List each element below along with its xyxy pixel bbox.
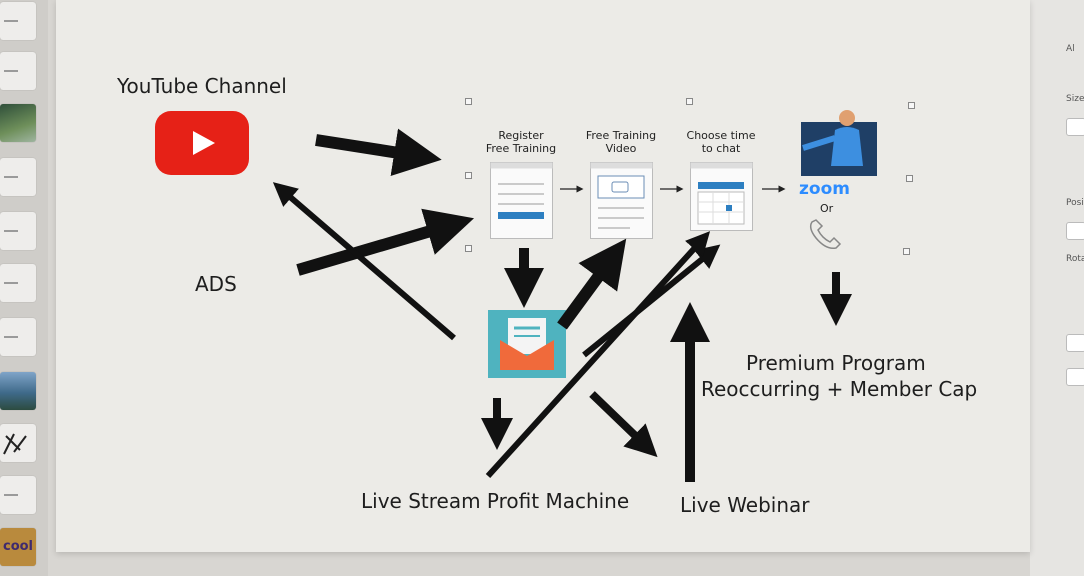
email-to-video-arrow (557, 238, 627, 330)
or-label: Or (820, 202, 834, 215)
selection-handle[interactable] (465, 172, 472, 179)
email-to-youtube-arrow (272, 182, 456, 341)
size-label: Size (1066, 94, 1084, 104)
slide-thumbnail[interactable] (0, 264, 36, 302)
slide-thumbnail[interactable] (0, 476, 36, 514)
step-title-line: to chat (701, 142, 741, 155)
step-schedule-title: Choose time to chat (676, 129, 766, 155)
step-title-line: Choose time (686, 129, 756, 142)
selection-handle[interactable] (686, 98, 693, 105)
slide-thumbnail-strip: cool (0, 0, 48, 576)
ads-to-register-arrow (296, 208, 475, 276)
youtube-logo-icon (155, 111, 249, 175)
step-video-title: Free Training Video (576, 129, 666, 155)
slide-thumbnail[interactable] (0, 212, 36, 250)
selection-handle[interactable] (906, 175, 913, 182)
slide-thumbnail[interactable]: cool (0, 528, 36, 566)
premium-details-label: Reoccurring + Member Cap (701, 377, 978, 401)
step-title-line: Register (498, 129, 544, 142)
zoom-logo-text: zoom (799, 179, 850, 199)
slide-thumbnail-current[interactable] (0, 424, 36, 462)
livestream-to-calendar-arrow (485, 231, 711, 479)
inspector-field-label: Al (1066, 44, 1075, 54)
ads-label: ADS (195, 272, 237, 296)
position-input[interactable] (1066, 222, 1084, 240)
presenter-screen-icon (801, 110, 877, 176)
slide-thumbnail[interactable] (0, 2, 36, 40)
slide-thumbnail[interactable] (0, 158, 36, 196)
format-inspector: Al Size Posit Rotat (1030, 0, 1084, 576)
selection-handle[interactable] (903, 248, 910, 255)
selection-handle[interactable] (465, 98, 472, 105)
phone-icon (809, 219, 842, 250)
slide-canvas[interactable]: YouTube Channel ADS Register Free Traini… (56, 0, 1030, 552)
email-to-webinar-arrow (589, 391, 658, 458)
size-input[interactable] (1066, 118, 1084, 136)
mini-diagram-icon (3, 433, 27, 455)
live-webinar-label: Live Webinar (680, 493, 810, 517)
step-title-line: Video (605, 142, 637, 155)
live-stream-label: Live Stream Profit Machine (361, 489, 630, 513)
rotate-input-2[interactable] (1066, 368, 1084, 386)
rotate-input[interactable] (1066, 334, 1084, 352)
register-form-icon (490, 162, 553, 239)
flow-arrows (272, 128, 852, 482)
slide-thumbnail[interactable] (0, 52, 36, 90)
slide-thumbnail[interactable] (0, 318, 36, 356)
calendar-page-icon (690, 162, 753, 231)
step-title-line: Free Training (585, 129, 657, 142)
video-page-icon (590, 162, 653, 239)
step-title-line: Free Training (485, 142, 557, 155)
slide-thumbnail[interactable] (0, 372, 36, 410)
step-register-title: Register Free Training (476, 129, 566, 155)
rotate-label: Rotat (1066, 254, 1084, 264)
youtube-to-register-arrow (315, 128, 442, 176)
email-envelope-icon (488, 310, 566, 378)
position-label: Posit (1066, 198, 1084, 208)
youtube-channel-label: YouTube Channel (117, 74, 287, 98)
selection-handle[interactable] (908, 102, 915, 109)
premium-program-label: Premium Program (746, 351, 926, 375)
slide-thumbnail[interactable] (0, 104, 36, 142)
